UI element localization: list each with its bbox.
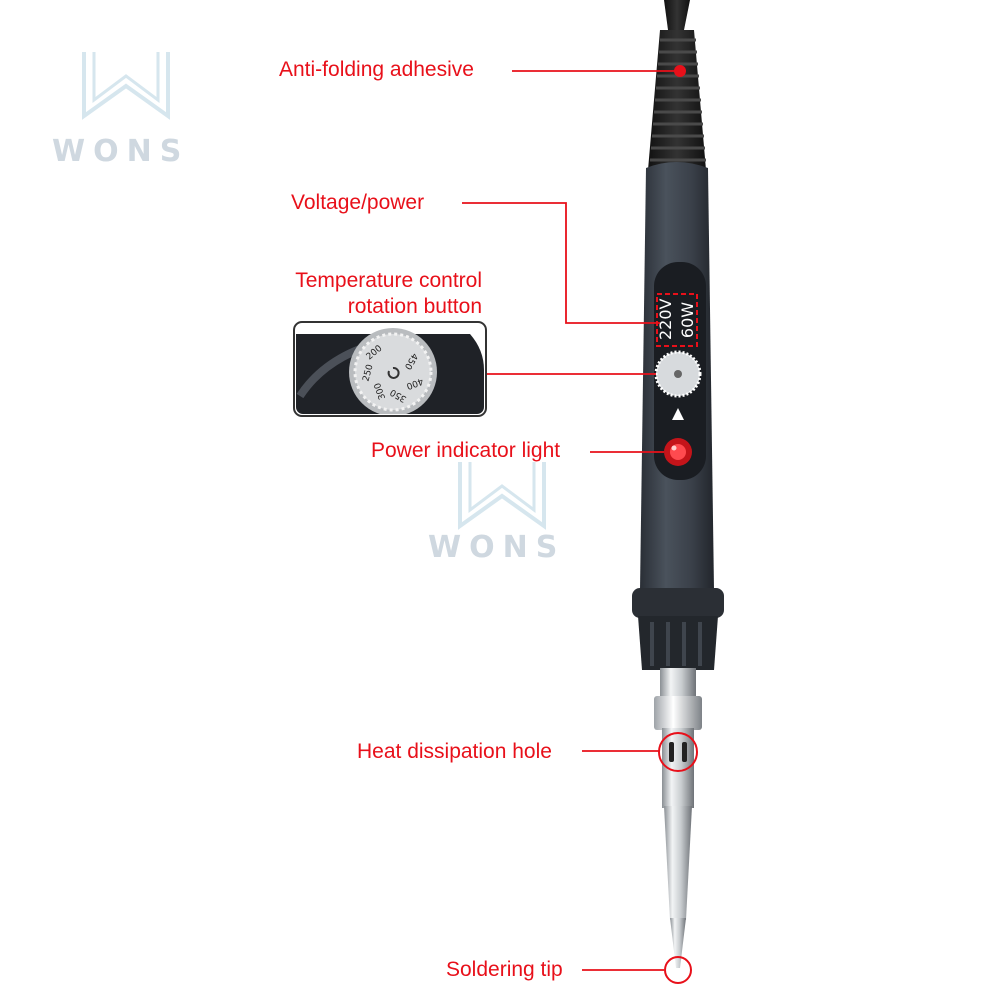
strain-relief-ribs: [650, 38, 706, 162]
shaft-upper: [660, 668, 696, 698]
label-temp-control-line2: rotation button: [347, 295, 482, 318]
dial-inset-photo: [296, 324, 484, 414]
vent-slot: [682, 742, 687, 762]
tip-barrel: [664, 806, 692, 920]
leader-voltage: [462, 202, 660, 324]
label-tip: Soldering tip: [446, 958, 563, 981]
watermark-brand: WONS: [52, 134, 190, 169]
watermark-brand: WONS: [428, 530, 566, 565]
vent-slot: [669, 742, 674, 762]
power-cable: [664, 0, 690, 30]
label-power-light: Power indicator light: [371, 439, 561, 462]
display-highlight: [656, 293, 698, 347]
grip-ring: [632, 588, 724, 618]
marker-anti-folding: [674, 65, 686, 77]
tip-point: [670, 918, 686, 968]
up-arrow-icon: [672, 408, 684, 420]
marker-tip: [664, 956, 692, 984]
label-anti-folding: Anti-folding adhesive: [279, 58, 474, 81]
hex-nut: [654, 696, 702, 730]
label-voltage-power: Voltage/power: [291, 191, 425, 214]
voltage-readout: 220V: [656, 298, 675, 340]
power-readout: 60W: [678, 301, 697, 339]
wons-logo-icon: [82, 52, 170, 120]
label-temp-control-line1: Temperature control: [295, 269, 482, 292]
wons-logo-icon: [458, 462, 546, 530]
marker-heat-hole: [658, 732, 698, 772]
label-heat-hole: Heat dissipation hole: [357, 740, 552, 763]
